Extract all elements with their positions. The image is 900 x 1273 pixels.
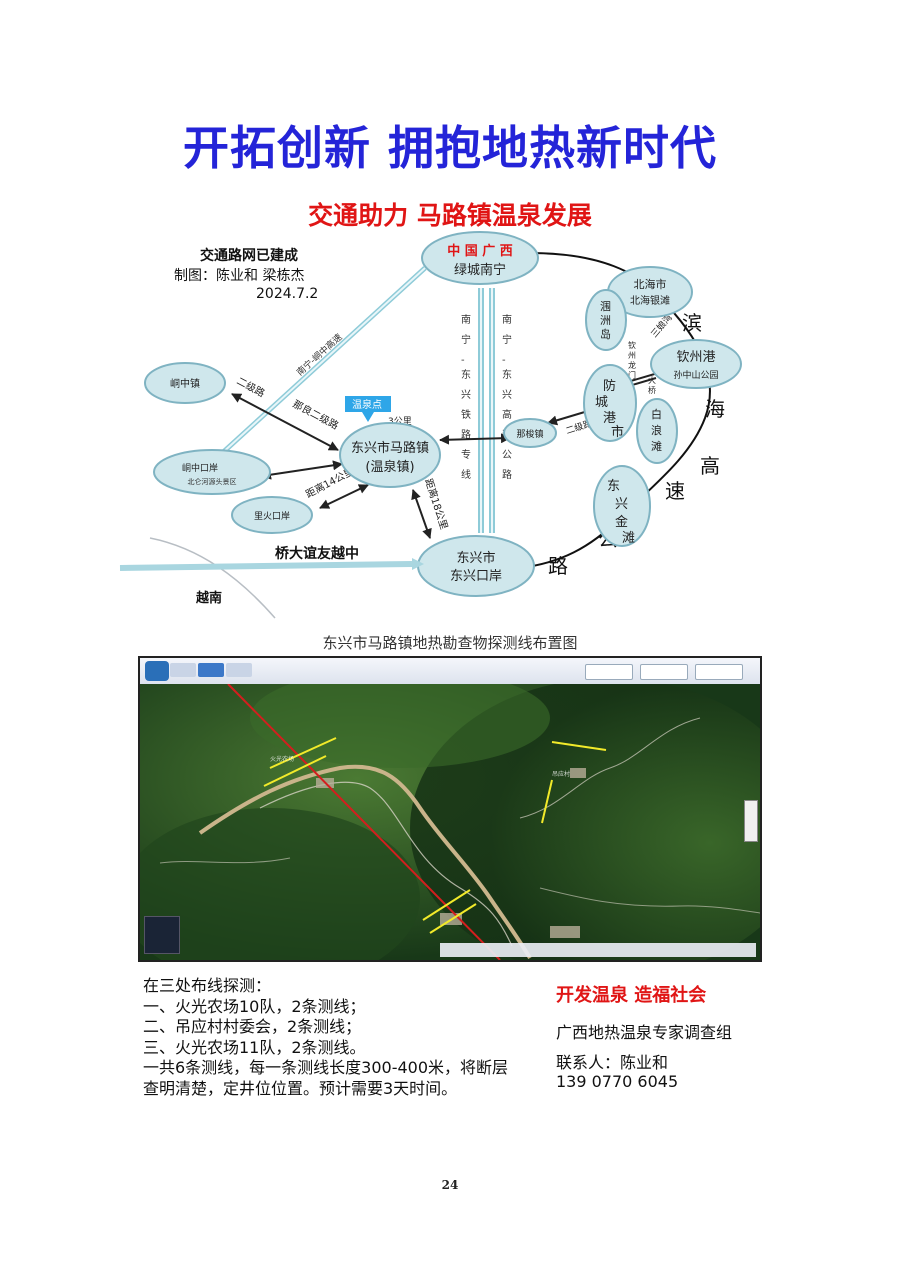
tab-terrain[interactable] xyxy=(226,663,252,677)
notes-heading: 在三处布线探测： xyxy=(143,976,272,995)
node-dongzhong-port-sub: 北仑河源头景区 xyxy=(188,477,237,486)
node-dongzhong-port xyxy=(153,449,271,495)
label-bridge: 桥大谊友越中 xyxy=(275,545,359,562)
minimap[interactable] xyxy=(144,916,180,954)
notes-item-1: 一、火光农场10队，2条测线； xyxy=(143,996,366,1016)
satellite-status-bar xyxy=(440,943,756,957)
hot-spring-point-box xyxy=(345,396,391,412)
side-toolbox-button[interactable] xyxy=(744,800,758,842)
survey-line-3 xyxy=(422,889,471,921)
promo-title: 开发温泉 造福社会 xyxy=(556,985,707,1006)
notes-summary: 一共6条测线，每一条测线长度300-400米，将断层查明清楚，定井位位置。预计需… xyxy=(143,1058,509,1098)
terrain-hill-southwest xyxy=(140,808,420,960)
node-weizhou-label: 涠洲岛 xyxy=(600,300,611,341)
app-logo-icon[interactable] xyxy=(145,661,169,681)
node-nanning-top: 中 国 广 西 xyxy=(447,243,513,259)
page-number: 24 xyxy=(441,1178,459,1192)
border-line xyxy=(149,537,276,619)
notes-item-3: 三、火光农场11队，2条测线。 xyxy=(143,1037,366,1057)
label-dist-3km: 3公里 xyxy=(388,416,412,427)
node-nanning xyxy=(421,231,539,285)
fault-line xyxy=(227,683,501,960)
node-malu-top: 东兴市马路镇 xyxy=(351,440,429,456)
node-dongzhong-label: 峒中镇 xyxy=(170,377,200,390)
promo-org: 广西地热温泉专家调查组 xyxy=(556,1023,733,1042)
node-fangcheng xyxy=(583,364,637,442)
road-west xyxy=(159,857,291,864)
survey-satellite-map: 火光农场 吊应村 xyxy=(138,656,762,962)
survey-line-4 xyxy=(429,903,477,934)
map-legend-title: 交通路网已建成 xyxy=(200,247,298,264)
transport-map: 交通路网已建成 制图：陈业和 梁栋杰 2024.7.2 南宁-峒中高速 南 宁 … xyxy=(119,231,742,619)
label-vietnam: 越南 xyxy=(195,590,222,606)
road-malu-najiao xyxy=(439,433,511,445)
survey-notes: 在三处布线探测： 一、火光农场10队，2条测线； 二、吊应村村委会，2条测线； … xyxy=(143,976,523,1099)
node-beihai-top: 北海市 xyxy=(634,277,667,291)
node-qinzhou-top: 钦州港 xyxy=(676,350,715,365)
node-dongxing-bottom: 东兴口岸 xyxy=(450,569,502,584)
road-friendship-bridge xyxy=(119,561,413,571)
promo-phone: 139 0770 6045 xyxy=(556,1072,679,1091)
label-railway: 南 宁 - 东 兴 铁 路 专 线 xyxy=(461,313,474,481)
node-bailang-label: 白浪滩 xyxy=(651,407,662,453)
survey-line-1 xyxy=(269,737,337,769)
river-valley xyxy=(198,764,532,960)
survey-line-6 xyxy=(541,779,553,824)
node-qinzhou-bottom: 孙中山公园 xyxy=(673,369,718,381)
hot-spring-point-label: 温泉点 xyxy=(352,398,382,411)
satellite-terrain: 火光农场 吊应村 xyxy=(140,658,760,960)
village-3 xyxy=(550,926,580,938)
label-qinzhou-bridge: 钦州龙门 大桥 xyxy=(628,340,656,395)
toolbar-button-1[interactable] xyxy=(585,664,633,680)
satellite-label-2: 吊应村 xyxy=(552,770,570,778)
node-najiao xyxy=(503,418,557,448)
node-beihai-bottom: 北海银滩 xyxy=(630,294,670,307)
node-fangcheng-label: 防城港市 xyxy=(595,378,624,440)
map-legend-date: 2024.7.2 xyxy=(256,286,318,302)
village-4 xyxy=(570,768,586,778)
node-malu-bottom: (温泉镇) xyxy=(365,459,414,475)
label-dist-18km: 距离18公里 xyxy=(422,477,451,531)
road-lihuo-malu xyxy=(319,484,369,509)
node-dongxing-top: 东兴市 xyxy=(456,550,495,566)
node-lihuo xyxy=(231,496,313,534)
survey-line-5 xyxy=(551,741,607,751)
node-malu xyxy=(339,422,441,488)
node-lihuo-label: 里火口岸 xyxy=(254,511,290,522)
promo-contact: 联系人：陈业和 xyxy=(556,1053,669,1072)
road-malu-dongxing xyxy=(411,489,432,539)
label-secondary-1: 二级路 xyxy=(235,374,268,400)
node-bailang xyxy=(636,398,678,464)
satellite-label-1: 火光农场 xyxy=(270,755,294,763)
node-dongxing-jintan xyxy=(593,465,651,547)
tab-satellite[interactable] xyxy=(198,663,224,677)
node-dongzhong xyxy=(144,362,226,404)
road-southeast xyxy=(539,887,760,914)
bridge-arrowhead xyxy=(412,558,424,570)
survey-line-2 xyxy=(263,755,327,787)
map-legend-author: 制图：陈业和 梁栋杰 xyxy=(174,267,304,284)
survey-map-caption: 东兴市马路镇地热勘查物探测线布置图 xyxy=(322,634,578,652)
node-dongxing-jintan-label: 东兴金滩 xyxy=(607,479,635,546)
node-qinzhou xyxy=(650,339,742,389)
road-dongzhong-malu xyxy=(231,393,339,451)
notes-item-2: 二、吊应村村委会，2条测线； xyxy=(143,1017,362,1036)
hot-spring-point-pointer xyxy=(362,412,374,422)
node-dongxing xyxy=(417,535,535,597)
node-dongzhong-port-label: 峒中口岸 xyxy=(182,462,218,474)
label-expressway: 南 宁 - 东 兴 高 速 公 路 xyxy=(502,313,515,481)
node-nanning-bottom: 绿城南宁 xyxy=(454,262,506,278)
tab-map[interactable] xyxy=(170,663,196,677)
road-dongzhongport-malu xyxy=(261,460,343,480)
page-title: 开拓创新 拥抱地热新时代 xyxy=(182,121,717,175)
page-subtitle: 交通助力 马路镇温泉发展 xyxy=(308,201,592,230)
toolbar-button-2[interactable] xyxy=(640,664,688,680)
toolbar-button-3[interactable] xyxy=(695,664,743,680)
node-najiao-label: 那梭镇 xyxy=(516,428,543,440)
node-weizhou xyxy=(585,289,627,351)
road-east xyxy=(519,717,701,819)
label-nanning-dongzhong: 南宁-峒中高速 xyxy=(294,331,345,378)
label-secondary-2: 那良二级路 xyxy=(291,397,341,432)
